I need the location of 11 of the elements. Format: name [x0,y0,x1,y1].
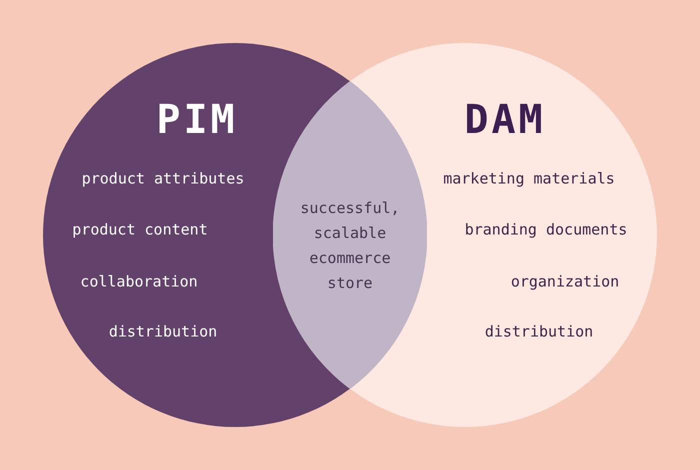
set-item: product attributes [82,168,244,190]
set-item: branding documents [464,220,628,240]
set-item: organization [510,272,620,292]
set-item: collaboration [80,272,198,292]
set-item: distribution [108,322,218,342]
set-item: product content [72,220,208,240]
set-item: distribution [484,322,594,342]
set-title: DAM [464,98,546,142]
overlap-label: successful, scalable ecommerce store [299,198,401,294]
set-title: PIM [156,98,238,142]
set-item: marketing materials [443,168,615,190]
